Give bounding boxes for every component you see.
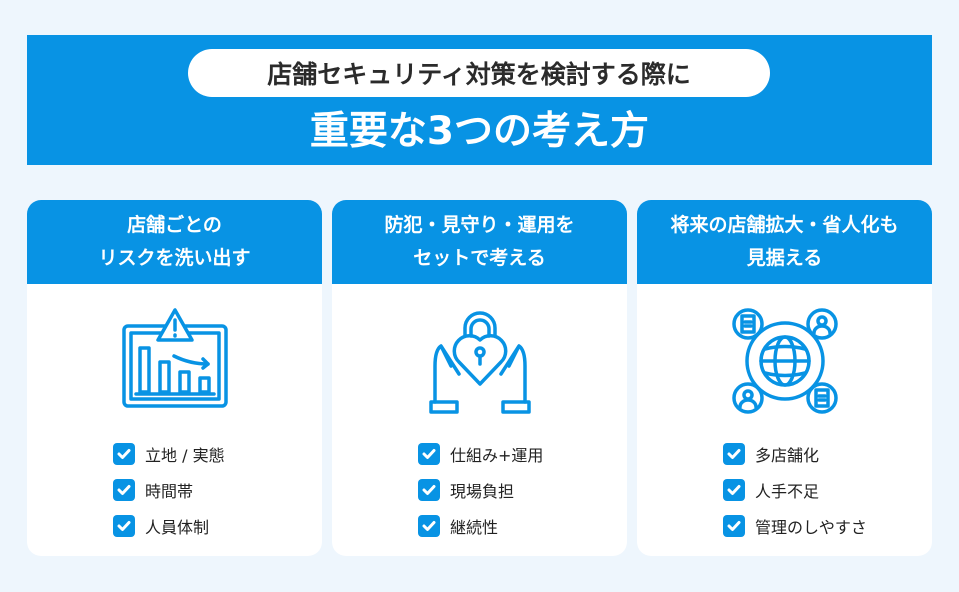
item-label: 時間帯 xyxy=(145,482,194,501)
global-network-icon xyxy=(730,306,840,416)
item-label: 多店舗化 xyxy=(755,446,820,465)
risk-chart-warning-icon xyxy=(120,306,230,416)
header-subtitle: 店舗セキュリティ対策を検討する際に xyxy=(267,60,691,89)
list-item: 人手不足 xyxy=(723,472,867,508)
list-item: 多店舗化 xyxy=(723,436,867,472)
checkbox-checked-icon xyxy=(418,515,440,537)
item-label: 管理のしやすさ xyxy=(755,518,867,537)
item-label: 継続性 xyxy=(450,518,499,537)
item-label: 人員体制 xyxy=(145,518,210,537)
list-item: 人員体制 xyxy=(113,508,225,544)
checkbox-checked-icon xyxy=(723,515,745,537)
card-heading: 店舗ごとの リスクを洗い出す xyxy=(27,200,322,284)
card-heading: 防犯・見守り・運用を セットで考える xyxy=(332,200,627,284)
checkbox-checked-icon xyxy=(113,479,135,501)
card-future: 将来の店舗拡大・省人化も 見据える 多店舗化 人手不足 管理のしやすさ xyxy=(637,200,932,556)
page-title: 重要な3つの考え方 xyxy=(309,109,650,154)
item-label: 仕組み+運用 xyxy=(450,446,544,465)
item-label: 人手不足 xyxy=(755,482,820,501)
list-item: 仕組み+運用 xyxy=(418,436,543,472)
item-label: 立地 / 実態 xyxy=(145,446,225,465)
item-label: 現場負担 xyxy=(450,482,515,501)
list-item: 立地 / 実態 xyxy=(113,436,225,472)
checklist: 多店舗化 人手不足 管理のしやすさ xyxy=(723,436,867,544)
card-combined: 防犯・見守り・運用を セットで考える 仕組み+運用 現場負担 継続性 xyxy=(332,200,627,556)
card-heading: 将来の店舗拡大・省人化も 見据える xyxy=(637,200,932,284)
checkbox-checked-icon xyxy=(113,443,135,465)
checkbox-checked-icon xyxy=(418,479,440,501)
checkbox-checked-icon xyxy=(418,443,440,465)
list-item: 現場負担 xyxy=(418,472,543,508)
list-item: 管理のしやすさ xyxy=(723,508,867,544)
checkbox-checked-icon xyxy=(723,443,745,465)
header-subtitle-pill: 店舗セキュリティ対策を検討する際に xyxy=(188,49,770,97)
hands-heart-lock-icon xyxy=(425,306,535,416)
list-item: 時間帯 xyxy=(113,472,225,508)
list-item: 継続性 xyxy=(418,508,543,544)
checkbox-checked-icon xyxy=(113,515,135,537)
checklist: 仕組み+運用 現場負担 継続性 xyxy=(418,436,543,544)
checkbox-checked-icon xyxy=(723,479,745,501)
card-risk: 店舗ごとの リスクを洗い出す 立地 / 実態 時間帯 人員体制 xyxy=(27,200,322,556)
checklist: 立地 / 実態 時間帯 人員体制 xyxy=(113,436,225,544)
